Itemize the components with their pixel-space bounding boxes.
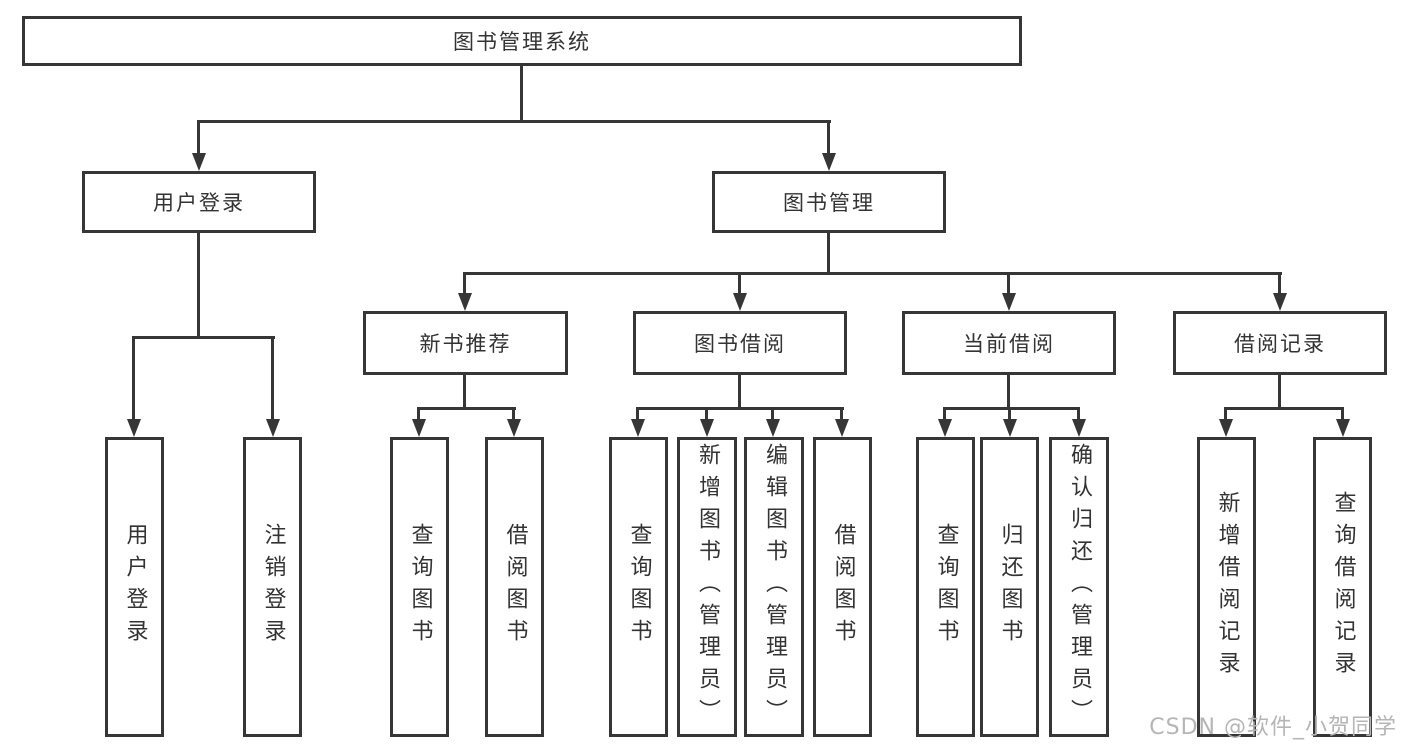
arrowhead-down-icon (631, 419, 645, 437)
leaf-confirm-return-admin-label: 确认归还（管理员） (1067, 443, 1092, 731)
node-current-borrowing-label: 当前借阅 (963, 332, 1055, 356)
leaf-borrow-books-recommend-label: 借阅图书 (502, 523, 528, 651)
connector-line (132, 336, 135, 421)
leaf-borrow-books-borrowing: 借阅图书 (813, 437, 872, 737)
connector-line (1341, 407, 1344, 421)
arrowhead-down-icon (1336, 419, 1350, 437)
connector-line (520, 66, 523, 120)
node-new-book-recommend: 新书推荐 (363, 311, 568, 375)
connector-line (463, 272, 1282, 275)
connector-line (1007, 272, 1010, 295)
leaf-borrow-books-recommend: 借阅图书 (485, 437, 544, 737)
leaf-search-books-recommend-label: 查询图书 (407, 523, 433, 651)
connector-line (417, 407, 516, 410)
leaf-search-books-borrowing-label: 查询图书 (626, 523, 652, 651)
leaf-add-borrow-record-label: 新增借阅记录 (1214, 491, 1240, 683)
connector-line (1278, 375, 1281, 409)
arrowhead-down-icon (938, 419, 952, 437)
connector-line (198, 120, 831, 123)
arrowhead-down-icon (412, 419, 426, 437)
arrowhead-down-icon (1219, 419, 1233, 437)
leaf-confirm-return-admin: 确认归还（管理员） (1049, 437, 1109, 737)
connector-line (738, 375, 741, 409)
connector-line (636, 407, 639, 421)
node-user-login-label: 用户登录 (153, 191, 245, 215)
leaf-borrow-books-borrowing-label: 借阅图书 (830, 523, 856, 651)
arrowhead-down-icon (822, 153, 836, 171)
connector-line (417, 407, 420, 421)
connector-line (1278, 272, 1281, 295)
connector-line (463, 375, 466, 409)
leaf-search-books-current-label: 查询图书 (933, 523, 959, 651)
arrowhead-down-icon (507, 419, 521, 437)
leaf-edit-books-admin: 编辑图书（管理员） (744, 437, 804, 737)
node-borrow-records: 借阅记录 (1173, 311, 1387, 375)
node-user-login: 用户登录 (82, 171, 316, 233)
node-new-book-recommend-label: 新书推荐 (419, 332, 512, 356)
leaf-logout-label: 注销登录 (260, 523, 286, 651)
arrowhead-down-icon (127, 419, 141, 437)
node-library-system-label: 图书管理系统 (453, 30, 591, 54)
node-book-management: 图书管理 (712, 171, 946, 233)
connector-line (463, 272, 466, 295)
connector-line (771, 407, 774, 421)
connector-line (636, 407, 844, 410)
connector-line (738, 272, 741, 295)
arrowhead-down-icon (700, 419, 714, 437)
leaf-add-books-admin: 新增图书（管理员） (677, 437, 737, 737)
leaf-logout: 注销登录 (243, 437, 302, 737)
leaf-user-login-label: 用户登录 (122, 523, 148, 651)
arrowhead-down-icon (1003, 419, 1017, 437)
arrowhead-down-icon (766, 419, 780, 437)
connector-line (1224, 407, 1227, 421)
leaf-search-books-recommend: 查询图书 (390, 437, 449, 737)
connector-line (827, 120, 830, 157)
connector-line (512, 407, 515, 421)
leaf-return-books-label: 归还图书 (997, 523, 1023, 651)
arrowhead-down-icon (266, 419, 280, 437)
node-book-management-label: 图书管理 (783, 191, 875, 215)
arrowhead-down-icon (835, 419, 849, 437)
connector-line (705, 407, 708, 421)
node-library-system: 图书管理系统 (22, 16, 1022, 66)
node-current-borrowing: 当前借阅 (902, 311, 1116, 375)
leaf-search-borrow-record-label: 查询借阅记录 (1330, 491, 1356, 683)
arrowhead-down-icon (458, 293, 472, 311)
connector-line (943, 407, 1080, 410)
arrowhead-down-icon (1072, 419, 1086, 437)
node-book-borrowing-label: 图书借阅 (694, 332, 786, 356)
connector-line (197, 120, 200, 157)
connector-line (197, 233, 200, 336)
watermark: CSDN @软件_小贺同学 (1149, 715, 1397, 740)
node-book-borrowing: 图书借阅 (633, 311, 847, 375)
leaf-return-books: 归还图书 (980, 437, 1039, 737)
connector-line (840, 407, 843, 421)
leaf-search-books-current: 查询图书 (916, 437, 975, 737)
leaf-edit-books-admin-label: 编辑图书（管理员） (762, 443, 787, 731)
connector-line (1007, 375, 1010, 409)
leaf-add-borrow-record: 新增借阅记录 (1197, 437, 1256, 737)
connector-line (132, 336, 275, 339)
leaf-add-books-admin-label: 新增图书（管理员） (695, 443, 720, 731)
arrowhead-down-icon (192, 153, 206, 171)
arrowhead-down-icon (1002, 293, 1016, 311)
arrowhead-down-icon (733, 293, 747, 311)
connector-line (827, 233, 830, 274)
node-borrow-records-label: 借阅记录 (1234, 332, 1326, 356)
leaf-search-borrow-record: 查询借阅记录 (1313, 437, 1372, 737)
leaf-search-books-borrowing: 查询图书 (609, 437, 668, 737)
connector-line (1224, 407, 1344, 410)
leaf-user-login: 用户登录 (105, 437, 164, 737)
connector-line (1008, 407, 1011, 421)
arrowhead-down-icon (1273, 293, 1287, 311)
connector-line (271, 336, 274, 421)
connector-line (1077, 407, 1080, 421)
connector-line (943, 407, 946, 421)
